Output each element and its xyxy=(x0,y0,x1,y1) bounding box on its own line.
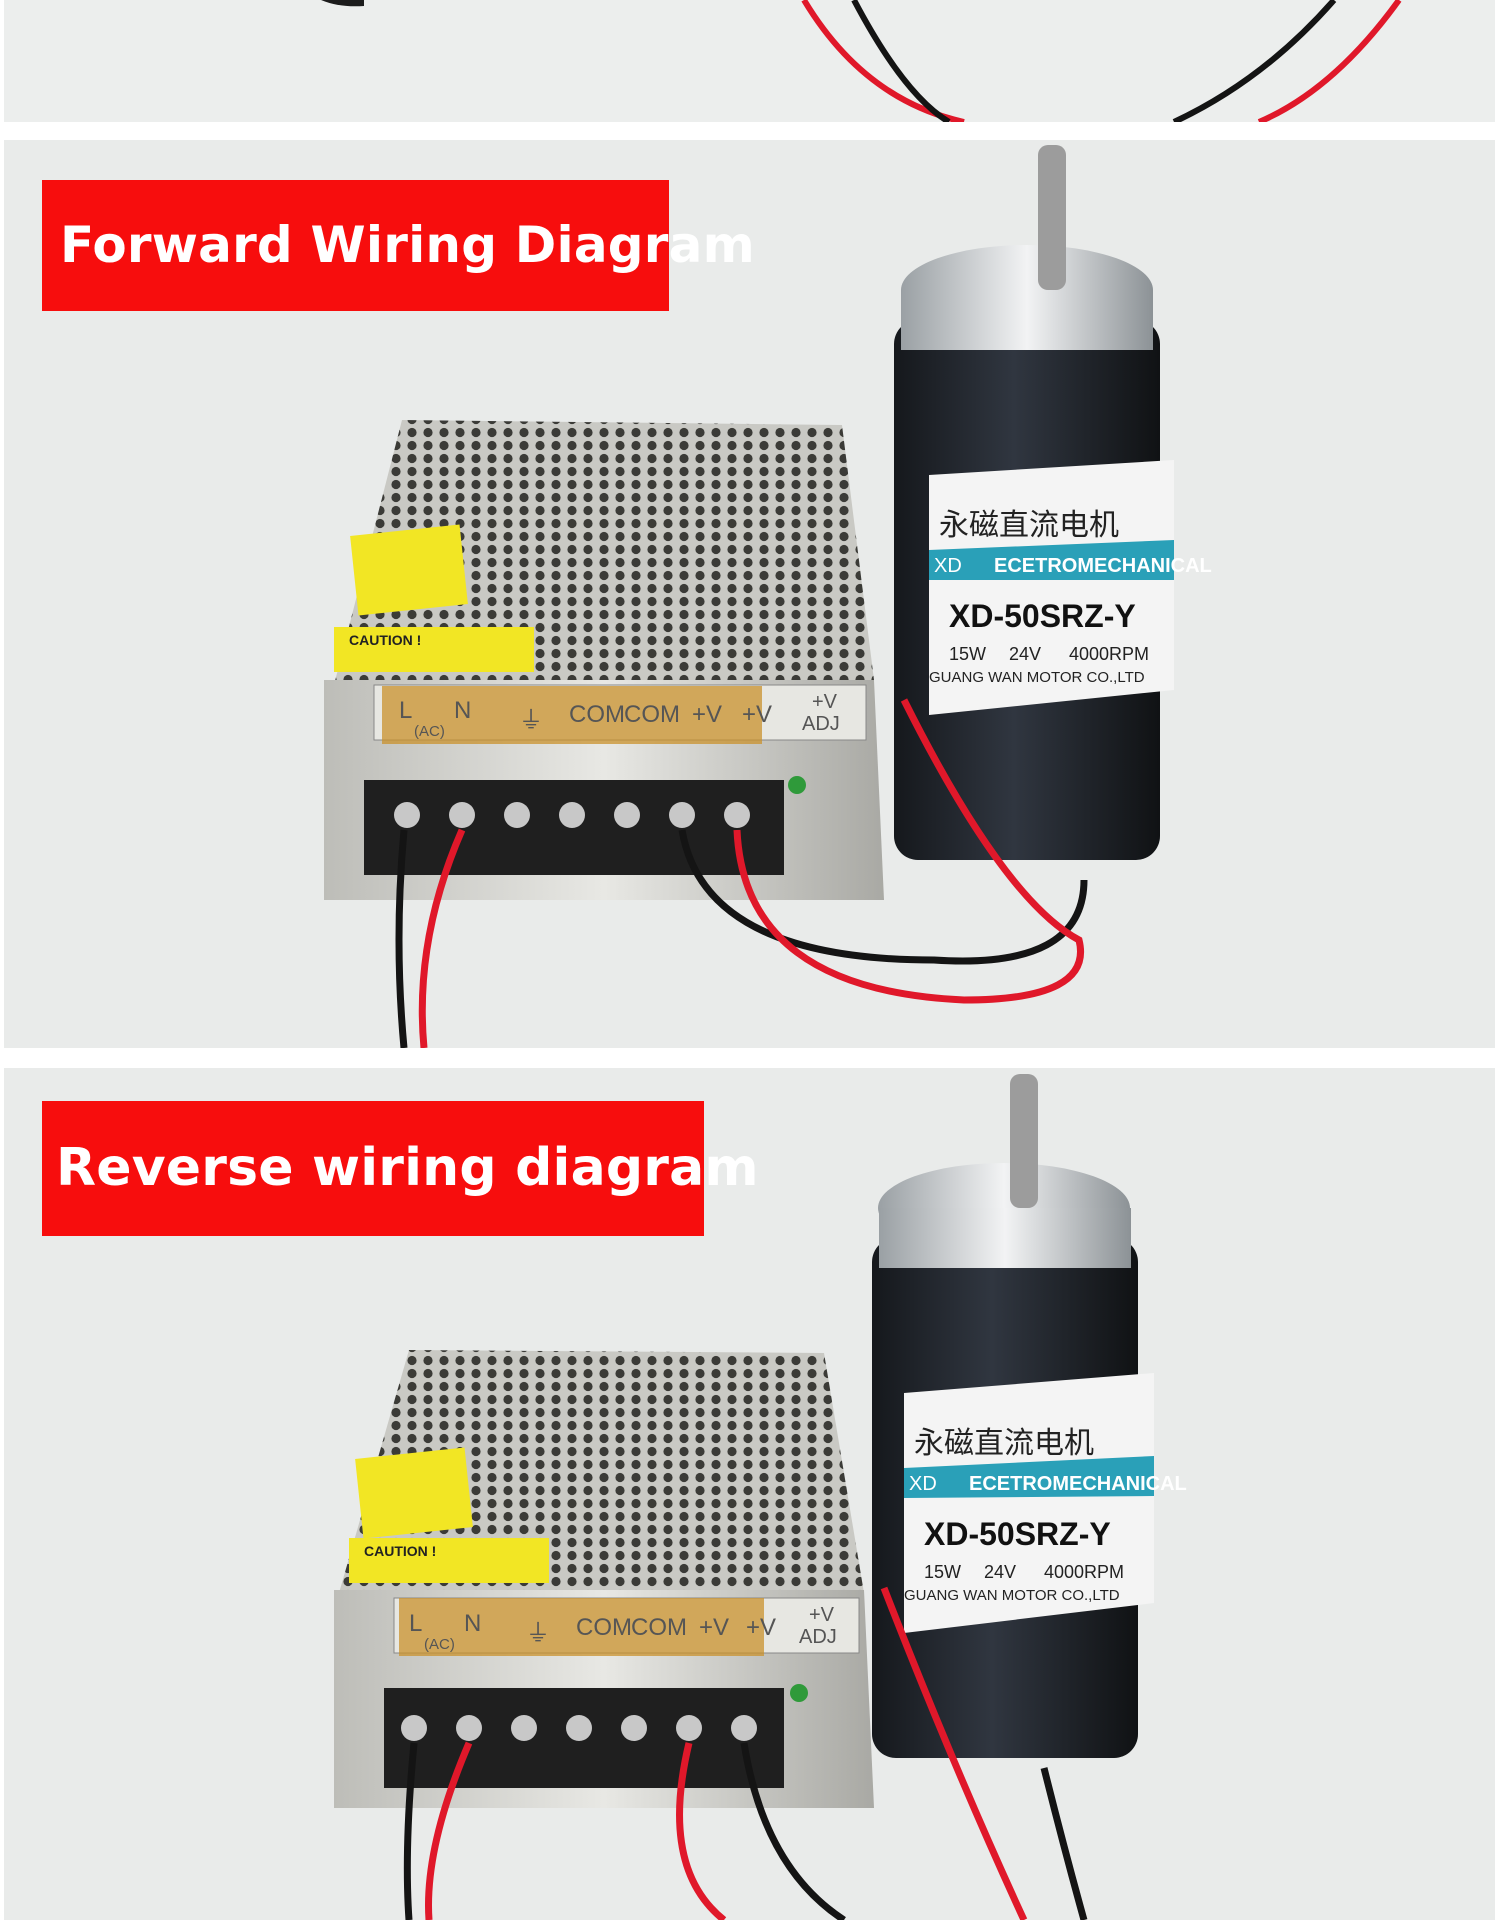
motor-red-wire xyxy=(733,698,1084,1004)
psu-terminal-com2: COM xyxy=(624,701,680,728)
psu-terminal-ground: ⏚ xyxy=(526,1620,550,1647)
psu-terminal-v2: +V xyxy=(746,1614,776,1641)
motor-label-model: XD-50SRZ-Y xyxy=(949,598,1136,634)
reverse-wiring-title: Reverse wiring diagram xyxy=(56,1137,759,1198)
psu-warning-sticker xyxy=(355,1447,473,1539)
motor-label-model: XD-50SRZ-Y xyxy=(924,1516,1111,1552)
forward-wiring-photo: CAUTION ! L N (AC) ⏚ COM COM +V +V +V AD… xyxy=(4,140,1495,1048)
psu-led xyxy=(790,1684,808,1702)
motor-label xyxy=(904,1373,1154,1633)
terminal-screws xyxy=(394,802,750,828)
psu-terminal-com1: COM xyxy=(569,701,625,728)
power-supply: CAUTION ! L N (AC) ⏚ COM COM +V +V +V AD… xyxy=(324,420,884,900)
motor-label-power: 15W xyxy=(949,644,986,664)
dc-motor: 永磁直流电机 XD ECETROMECHANICAL XD-50SRZ-Y 15… xyxy=(894,145,1212,860)
motor-label-chinese: 永磁直流电机 xyxy=(914,1427,1094,1460)
psu-terminal-adj: ADJ xyxy=(802,713,840,735)
motor-cap-side xyxy=(879,1208,1131,1268)
psu-terminal-v1: +V xyxy=(699,1614,729,1641)
forward-wiring-illustration: CAUTION ! L N (AC) ⏚ COM COM +V +V +V AD… xyxy=(324,145,1212,1048)
motor-label-speed: 4000RPM xyxy=(1069,644,1149,664)
forward-wiring-title: Forward Wiring Diagram xyxy=(60,215,755,274)
motor-label-chinese: 永磁直流电机 xyxy=(939,509,1119,542)
ac-black-wire xyxy=(403,1742,418,1920)
reverse-wiring-banner: Reverse wiring diagram xyxy=(42,1101,759,1236)
power-supply: CAUTION ! L N (AC) ⏚ COM COM +V +V +V AD… xyxy=(334,1350,874,1808)
psu-mesh-top xyxy=(334,420,874,685)
psu-terminal-ac: (AC) xyxy=(424,1636,455,1653)
motor-body-edge xyxy=(321,0,364,7)
terminal-screws xyxy=(401,1715,757,1741)
reverse-wiring-illustration: CAUTION ! L N (AC) ⏚ COM COM +V +V +V AD… xyxy=(334,1074,1187,1920)
psu-warning-sticker xyxy=(350,524,468,616)
black-wire xyxy=(851,0,951,122)
psu-terminal-N: N xyxy=(464,1610,481,1637)
reverse-wiring-photo: CAUTION ! L N (AC) ⏚ COM COM +V +V +V AD… xyxy=(4,1068,1495,1920)
black-wire xyxy=(1172,0,1337,122)
dc-motor: 永磁直流电机 XD ECETROMECHANICAL XD-50SRZ-Y 15… xyxy=(872,1074,1187,1758)
motor-label-series: ECETROMECHANICAL xyxy=(969,1473,1187,1495)
motor-shaft xyxy=(1010,1074,1038,1208)
psu-terminal-ac: (AC) xyxy=(414,723,445,740)
psu-led xyxy=(788,776,806,794)
motor-label-brand: XD xyxy=(934,555,962,577)
motor-red-wire xyxy=(676,1742,727,1920)
motor-cap-side xyxy=(901,290,1153,350)
red-wire xyxy=(801,0,965,122)
psu-caution-text: CAUTION ! xyxy=(364,1543,436,1559)
ac-red-wire xyxy=(418,828,466,1048)
ac-black-wire xyxy=(395,829,408,1048)
psu-terminal-L: L xyxy=(409,1610,422,1637)
psu-terminal-L: L xyxy=(399,697,412,724)
psu-terminal-v3: +V xyxy=(809,1604,835,1626)
psu-caution-sticker xyxy=(349,1538,549,1583)
motor-label-voltage: 24V xyxy=(984,1562,1016,1582)
psu-caution-text: CAUTION ! xyxy=(349,632,421,648)
psu-terminal-v3: +V xyxy=(812,691,838,713)
top-photo-strip xyxy=(4,0,1495,122)
motor-label-band xyxy=(929,540,1174,580)
motor-label-power: 15W xyxy=(924,1562,961,1582)
motor-label xyxy=(929,460,1174,715)
motor-label-maker: GUANG WAN MOTOR CO.,LTD xyxy=(929,669,1145,686)
psu-terminal-N: N xyxy=(454,697,471,724)
psu-terminal-com2: COM xyxy=(631,1614,687,1641)
psu-terminal-v2: +V xyxy=(742,701,772,728)
psu-caution-sticker xyxy=(334,627,534,672)
motor-label-series: ECETROMECHANICAL xyxy=(994,555,1212,577)
red-wire xyxy=(1257,0,1402,122)
motor-label-brand: XD xyxy=(909,1473,937,1495)
psu-terminal-ground: ⏚ xyxy=(519,707,543,734)
motor-shaft xyxy=(1038,145,1066,290)
psu-mesh-top xyxy=(339,1350,864,1593)
motor-black-wire xyxy=(740,1742,846,1920)
psu-terminal-com1: COM xyxy=(576,1614,632,1641)
motor-black-lead xyxy=(1040,1767,1088,1920)
psu-terminal-adj: ADJ xyxy=(799,1626,837,1648)
psu-capacitor xyxy=(399,1598,764,1656)
motor-label-speed: 4000RPM xyxy=(1044,1562,1124,1582)
motor-label-band xyxy=(904,1456,1154,1498)
motor-label-voltage: 24V xyxy=(1009,644,1041,664)
psu-terminal-v1: +V xyxy=(692,701,722,728)
motor-cable-photo xyxy=(321,0,1402,122)
motor-label-maker: GUANG WAN MOTOR CO.,LTD xyxy=(904,1587,1120,1604)
forward-wiring-banner: Forward Wiring Diagram xyxy=(42,180,755,311)
motor-red-lead xyxy=(880,1586,1028,1920)
psu-capacitor xyxy=(382,686,762,744)
ac-red-wire xyxy=(425,1741,473,1920)
